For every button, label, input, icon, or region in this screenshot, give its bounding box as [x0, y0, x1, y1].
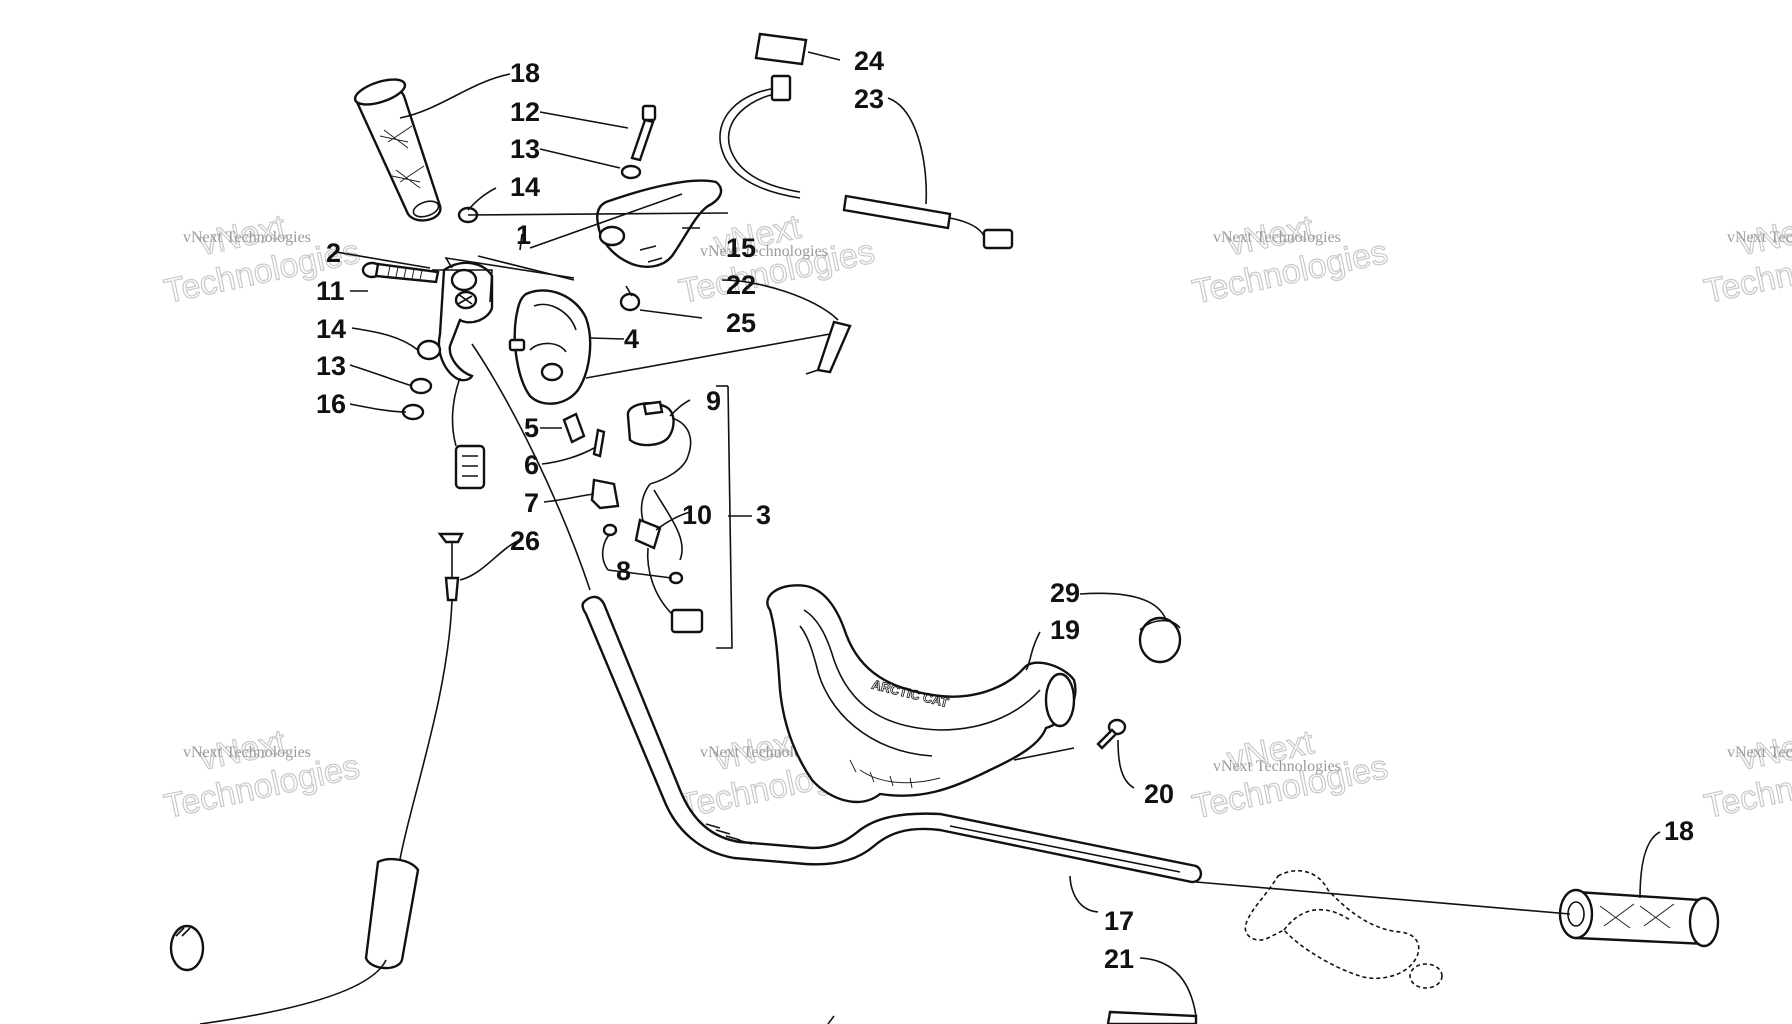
- watermark-3: Technologies vNext vNext Technologies: [1188, 208, 1391, 312]
- leader-lines: [335, 51, 1661, 1017]
- callout-12: 12: [510, 97, 540, 127]
- switch-housing-part: [437, 261, 494, 490]
- callout-20: 20: [1144, 779, 1174, 809]
- handgrip-right-part: [1558, 888, 1720, 948]
- callout-18-right: 18: [1664, 816, 1694, 846]
- callout-5: 5: [524, 413, 539, 443]
- handgrip-left-part: [353, 78, 442, 222]
- callout-13-top: 13: [510, 134, 540, 164]
- kill-switch-part: [626, 400, 704, 634]
- callout-29: 29: [1050, 578, 1080, 608]
- bolt-part: [620, 104, 657, 180]
- callout-4: 4: [624, 324, 639, 354]
- callout-9: 9: [706, 386, 721, 416]
- callout-labels: 18 12 13 14 1 2 11 14 13 16 4 5 6 7 8 9 …: [316, 46, 1694, 974]
- harness-part: [719, 74, 1014, 250]
- bottom-part: [827, 1010, 1198, 1024]
- callout-7: 7: [524, 488, 539, 518]
- callout-10: 10: [682, 500, 712, 530]
- pin-part: [805, 320, 852, 375]
- callout-15: 15: [726, 233, 756, 263]
- throttle-cable-part: [199, 532, 464, 1024]
- svg-text:vNext Technologies: vNext Technologies: [1727, 744, 1792, 761]
- callout-3: 3: [756, 500, 771, 530]
- callout-23: 23: [854, 84, 884, 114]
- callout-14-top: 14: [510, 172, 540, 202]
- brake-lever-part: [1244, 869, 1443, 989]
- pad-clamp-part: [1138, 616, 1182, 664]
- callout-13-mid: 13: [316, 351, 346, 381]
- callout-21: 21: [1104, 944, 1134, 974]
- callout-17: 17: [1104, 906, 1134, 936]
- switch-block-part: [508, 289, 592, 405]
- callout-6: 6: [524, 450, 539, 480]
- callout-18-top: 18: [510, 58, 540, 88]
- callout-1: 1: [516, 220, 531, 250]
- callout-19: 19: [1050, 615, 1080, 645]
- callout-2: 2: [326, 238, 341, 268]
- clip-part: [619, 285, 641, 312]
- svg-text:vNext Technologies: vNext Technologies: [1213, 229, 1341, 246]
- svg-text:vNext Technologies: vNext Technologies: [1727, 229, 1792, 246]
- decal-part: [754, 32, 808, 66]
- callout-11: 11: [316, 276, 345, 306]
- callout-22: 22: [726, 270, 756, 300]
- watermark-4: Technologies vNext vNext Technologies: [1700, 207, 1792, 311]
- callout-26: 26: [510, 526, 540, 556]
- callout-16: 16: [316, 389, 346, 419]
- watermark-2: Technologies vNext vNext Technologies: [675, 207, 878, 311]
- clamp-left-part: [169, 924, 205, 972]
- callout-24: 24: [854, 46, 884, 76]
- callout-8: 8: [616, 556, 631, 586]
- handlebar-pad-part: ARCTIC CAT: [766, 584, 1077, 804]
- svg-text:vNext Technologies: vNext Technologies: [183, 229, 311, 246]
- watermark-8: Technologies vNext vNext Technologies: [1700, 722, 1792, 826]
- svg-text:vNext Technologies: vNext Technologies: [1213, 758, 1341, 775]
- switch-components-part: [562, 412, 684, 585]
- svg-text:vNext Technologies: vNext Technologies: [700, 243, 828, 260]
- handlebar-part: [581, 595, 1203, 884]
- screw-part: [361, 261, 440, 284]
- pad-screw-part: [1096, 718, 1127, 750]
- watermark-5: Technologies vNext vNext Technologies: [160, 722, 363, 826]
- svg-text:vNext Technologies: vNext Technologies: [183, 744, 311, 761]
- watermark-7: Technologies vNext vNext Technologies: [1188, 723, 1391, 827]
- callout-14-mid: 14: [316, 314, 346, 344]
- callout-25: 25: [726, 308, 756, 338]
